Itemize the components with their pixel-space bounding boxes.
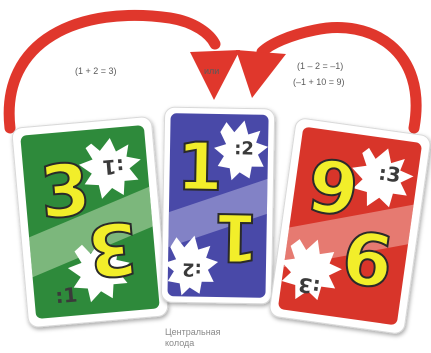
left-formula: (1 + 2 = 3): [75, 65, 117, 77]
right-arrow-head: [236, 50, 286, 98]
center-deck-caption: Центральная колода: [165, 327, 221, 349]
card-left-corner-label-bottom: :1: [54, 282, 78, 308]
card-center-top-value: 1: [176, 128, 223, 206]
or-label: или: [204, 65, 219, 77]
card-left-corner-label-top: :1: [101, 154, 125, 180]
card-right-corner-label-bottom: :3: [297, 273, 322, 300]
card-left-bottom-value: 3: [84, 205, 141, 293]
card-center-corner-label-bottom: :2: [182, 258, 202, 279]
card-right-corner-label-top: :3: [377, 161, 402, 188]
right-formula-line-2: (–1 + 10 = 9): [293, 76, 345, 88]
right-formula-line-1: (1 – 2 = –1): [297, 60, 343, 72]
card-right-labels: 9 :3 9 :3: [293, 143, 408, 309]
center-deck-caption-line-2: колода: [165, 338, 221, 349]
center-deck-caption-line-1: Центральная: [165, 327, 221, 338]
card-center-bottom-value: 1: [213, 198, 260, 276]
card-center-corner-label-top: :2: [234, 138, 254, 159]
